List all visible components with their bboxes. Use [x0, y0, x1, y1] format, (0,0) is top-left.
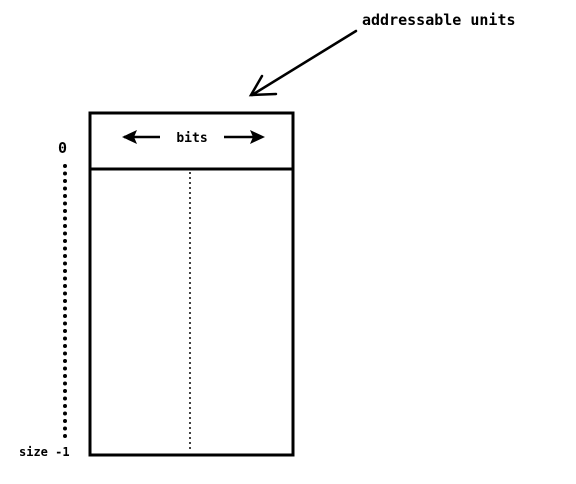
callout-arrow — [248, 29, 358, 97]
callout-label: addressable units — [362, 11, 516, 29]
top-index-label: 0 — [58, 139, 67, 157]
right-arrow — [224, 130, 265, 144]
memory-block — [88, 111, 295, 457]
bottom-index-label: size -1 — [19, 445, 70, 459]
left-arrow — [122, 130, 160, 144]
bits-label: bits — [176, 131, 207, 146]
